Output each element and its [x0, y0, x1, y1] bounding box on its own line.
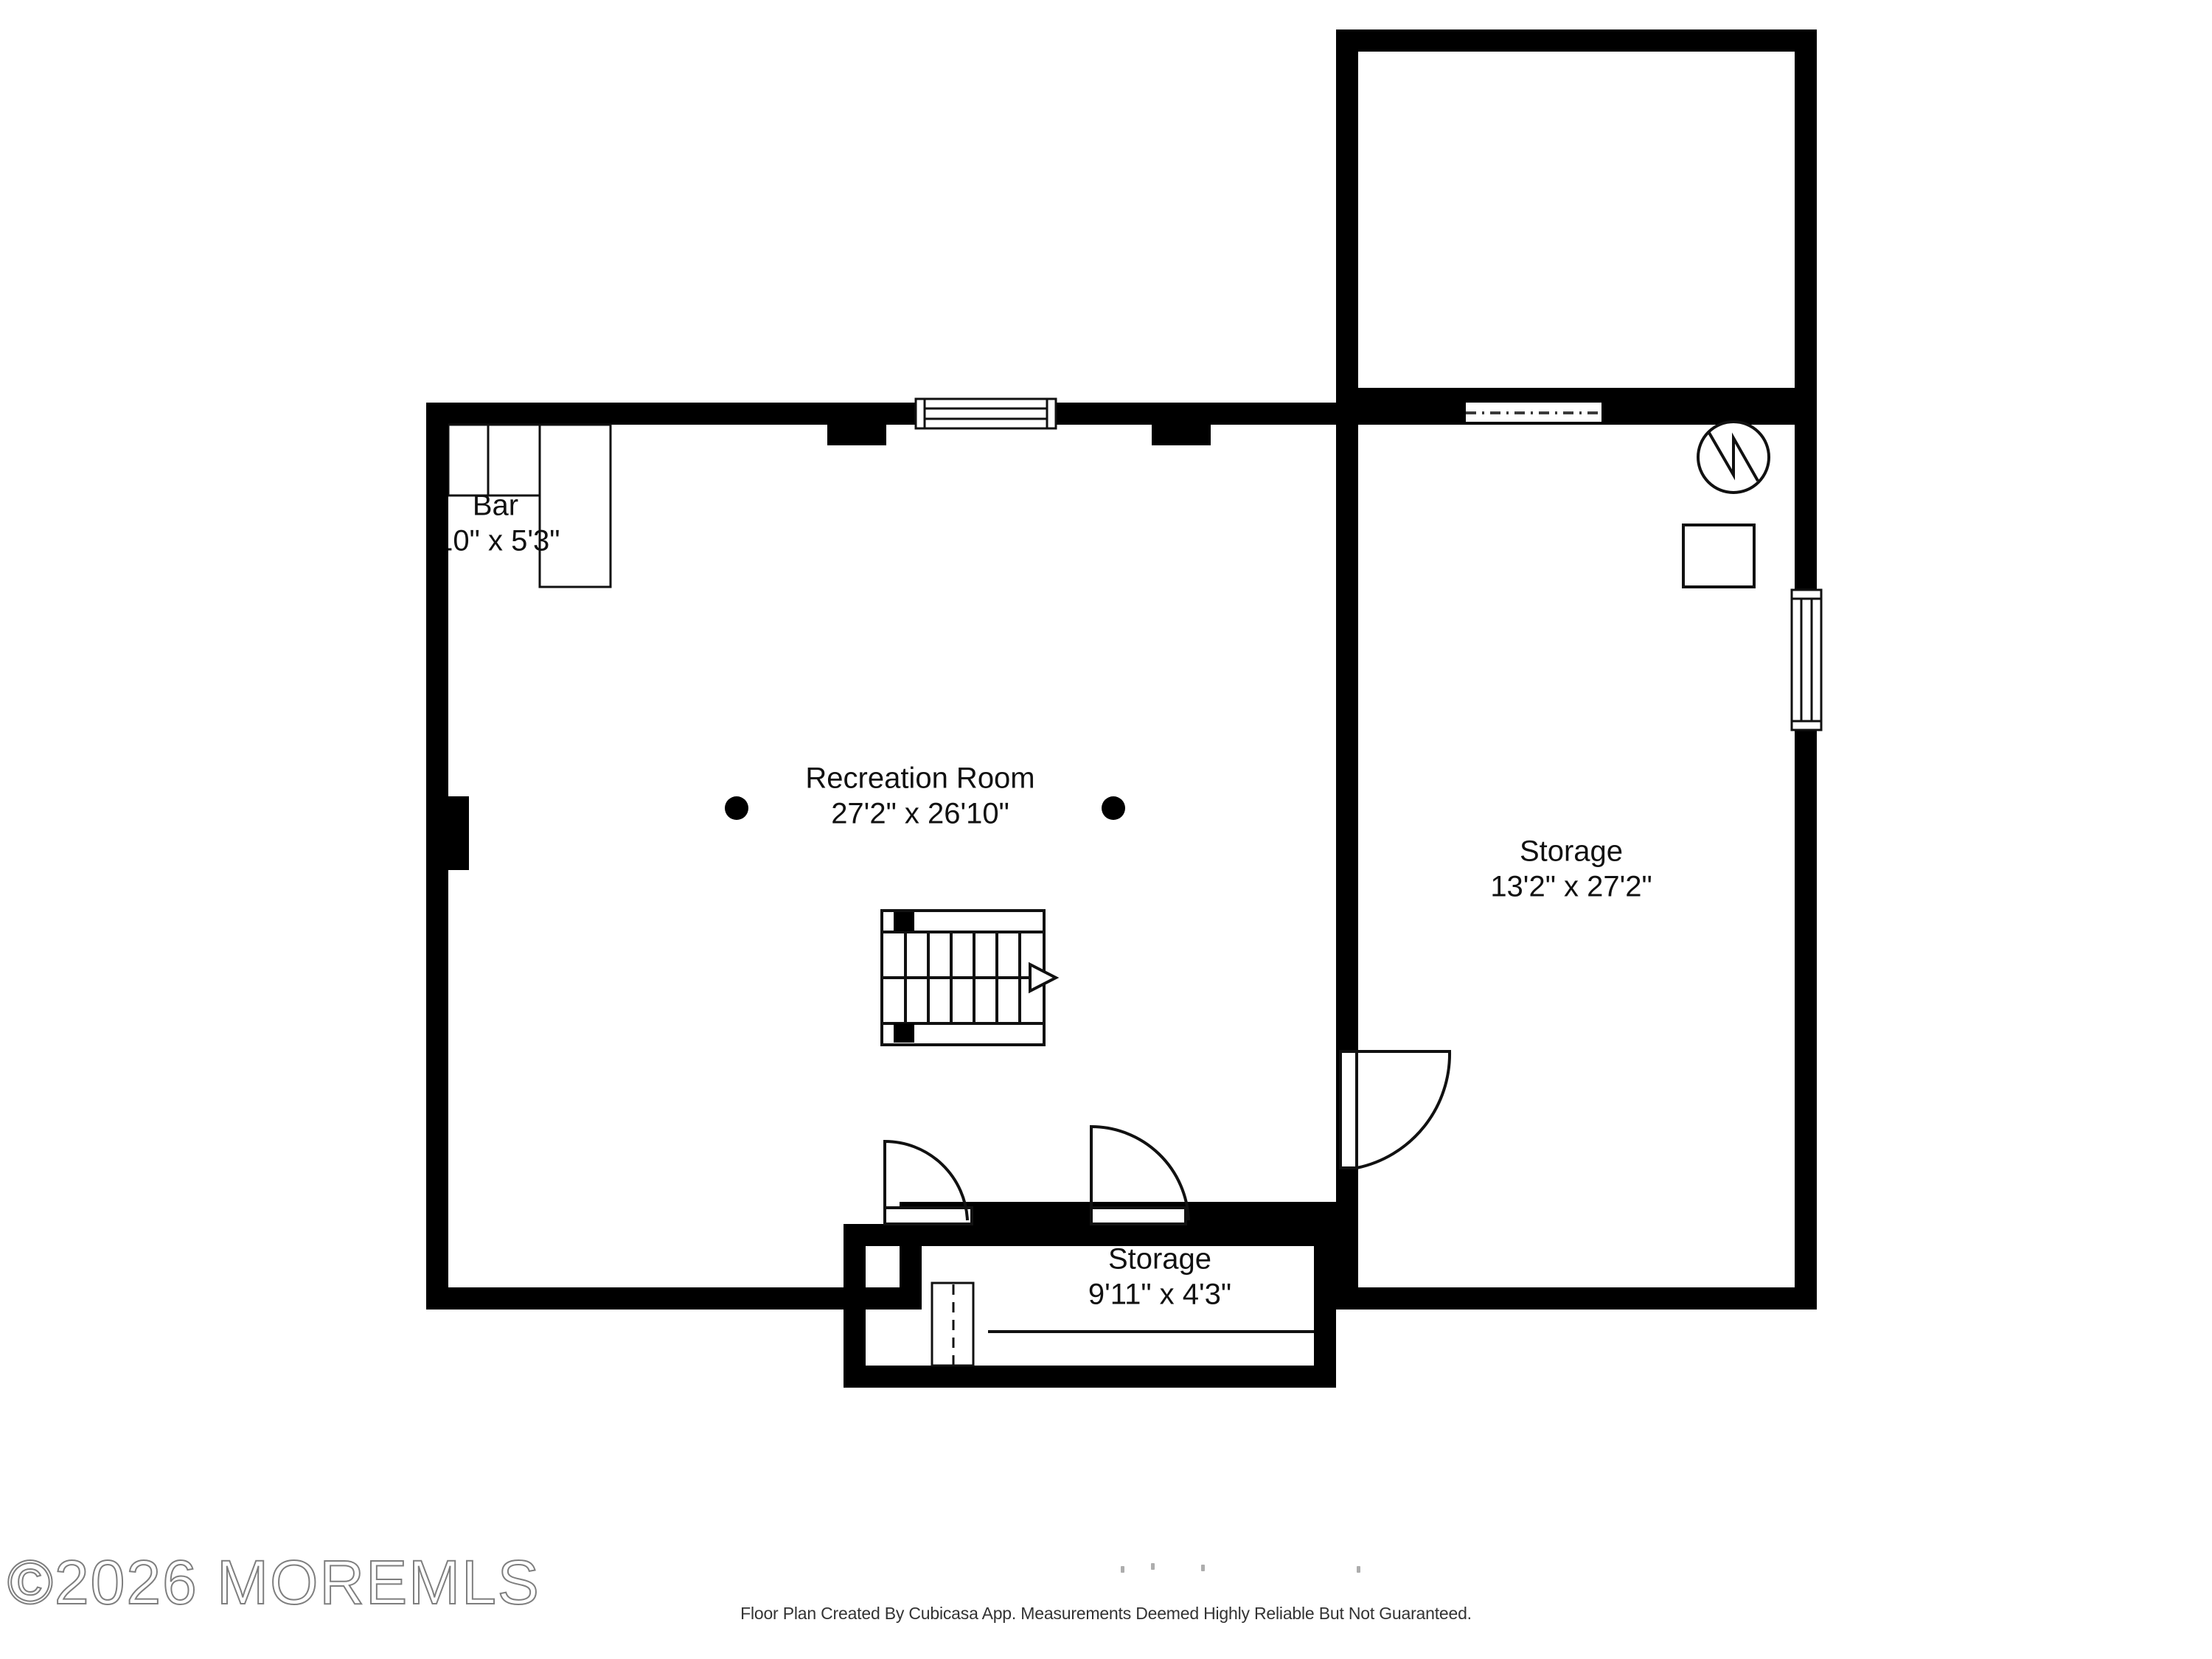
- window-top-wall: [914, 397, 1057, 430]
- post-left: [725, 796, 748, 820]
- window-right-wall: [1790, 588, 1823, 731]
- speck-mark: [1151, 1563, 1155, 1570]
- room-dims-recreation-room: 27'2" x 26'10": [831, 798, 1009, 830]
- column-top-b: [1152, 403, 1211, 445]
- speck-mark: [1201, 1565, 1205, 1571]
- room-label-storage-right: Storage: [1520, 835, 1623, 868]
- left-wall-mask: [426, 403, 448, 1310]
- floor-plan-footer-note: Floor Plan Created By Cubicasa App. Meas…: [740, 1604, 1472, 1623]
- speck-mark: [1121, 1566, 1124, 1573]
- room-dims-bar: '10" x 5'3": [431, 525, 560, 557]
- room-dims-storage-right: 13'2" x 27'2": [1490, 871, 1652, 903]
- column-top-a: [827, 403, 886, 445]
- bar-counter: [447, 423, 612, 588]
- closet-bifold: [931, 1281, 975, 1367]
- post-right: [1102, 796, 1125, 820]
- room-shell-recreation: [426, 403, 1358, 1310]
- door-storage-right: [1339, 1050, 1452, 1169]
- north-arrow-icon: [1697, 420, 1770, 494]
- archway-opening: [1466, 403, 1601, 422]
- room-labels: Bar '10" x 5'3" Recreation Room 27'2" x …: [431, 490, 1652, 1311]
- door-closet-left: [883, 1139, 973, 1225]
- room-shell-top-right: [1336, 29, 1817, 410]
- speck-mark: [1357, 1566, 1360, 1573]
- door-storage-lower: [1090, 1124, 1190, 1225]
- utility-square: [1682, 524, 1756, 588]
- room-label-storage-lower: Storage: [1108, 1243, 1211, 1276]
- room-dims-storage-lower: 9'11" x 4'3": [1088, 1279, 1231, 1311]
- stairs: [880, 909, 1060, 1046]
- room-shell-storage-right: [1336, 403, 1817, 1310]
- room-label-recreation-room: Recreation Room: [805, 762, 1034, 795]
- room-label-bar: Bar: [473, 490, 518, 522]
